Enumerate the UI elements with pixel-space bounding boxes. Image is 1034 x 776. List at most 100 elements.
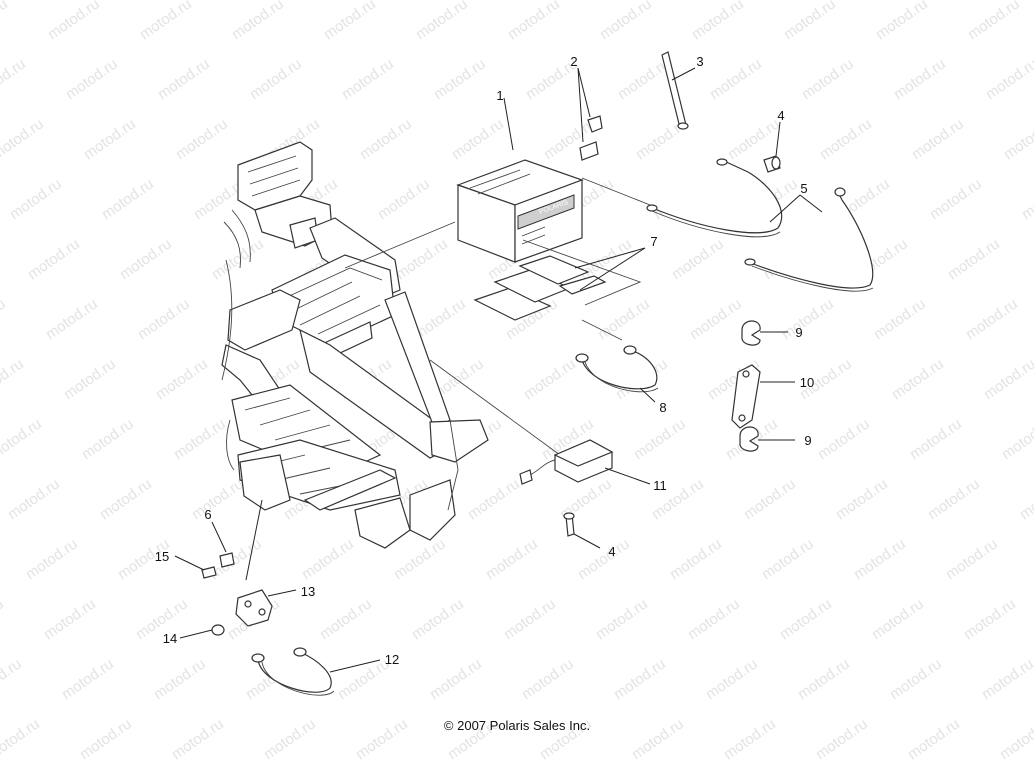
- callout-5: 5: [800, 181, 807, 196]
- watermark-text: motod.ru: [247, 55, 305, 103]
- battery: POLARIS: [456, 159, 584, 263]
- watermark-text: motod.ru: [799, 55, 857, 103]
- watermark-text: motod.ru: [1017, 475, 1034, 523]
- watermark-text: motod.ru: [833, 475, 891, 523]
- watermark-text: motod.ru: [45, 0, 103, 43]
- watermark-text: motod.ru: [667, 535, 725, 583]
- watermark-text: motod.ru: [41, 595, 99, 643]
- watermark-text: motod.ru: [133, 595, 191, 643]
- watermark-text: motod.ru: [117, 235, 175, 283]
- watermark-text: motod.ru: [0, 115, 47, 163]
- watermark-text: motod.ru: [927, 175, 985, 223]
- watermark-text: motod.ru: [501, 595, 559, 643]
- watermark-text: motod.ru: [1019, 175, 1034, 223]
- watermark-text: motod.ru: [465, 475, 523, 523]
- callout-11: 11: [653, 478, 667, 493]
- watermark-text: motod.ru: [815, 415, 873, 463]
- callout-15: 15: [155, 549, 169, 564]
- callout-14: 14: [163, 631, 177, 646]
- watermark-text: motod.ru: [63, 55, 121, 103]
- watermark-text: motod.ru: [1001, 115, 1034, 163]
- watermark-text: motod.ru: [741, 475, 799, 523]
- frame-ground-cable: [251, 647, 335, 696]
- watermark-text: motod.ru: [871, 295, 929, 343]
- watermark-text: motod.ru: [59, 655, 117, 703]
- watermark-text: motod.ru: [409, 595, 467, 643]
- watermark-text: motod.ru: [7, 175, 65, 223]
- callout-8: 8: [659, 400, 666, 415]
- watermark-text: motod.ru: [229, 0, 287, 43]
- watermark-text: motod.ru: [427, 655, 485, 703]
- watermark-text: motod.ru: [0, 415, 45, 463]
- watermark-text: motod.ru: [781, 0, 839, 43]
- watermark-text: motod.ru: [505, 0, 563, 43]
- watermark-text: motod.ru: [611, 655, 669, 703]
- screw: [201, 566, 217, 579]
- watermark-text: motod.ru: [173, 115, 231, 163]
- watermark-text: motod.ru: [207, 535, 265, 583]
- callout-2: 2: [570, 54, 577, 69]
- watermark-text: motod.ru: [689, 0, 747, 43]
- watermark-text: motod.ru: [97, 475, 155, 523]
- electrical-module: [519, 439, 614, 485]
- watermark-text: motod.ru: [759, 535, 817, 583]
- watermark-text: motod.ru: [171, 415, 229, 463]
- watermark-text: motod.ru: [703, 655, 761, 703]
- watermark-text: motod.ru: [299, 535, 357, 583]
- callout-4-lower: 4: [608, 544, 615, 559]
- watermark-text: motod.ru: [521, 355, 579, 403]
- watermark-text: motod.ru: [137, 0, 195, 43]
- watermark-text: motod.ru: [375, 175, 433, 223]
- watermark-text: motod.ru: [483, 535, 541, 583]
- watermark-text: motod.ru: [155, 55, 213, 103]
- watermark-text: motod.ru: [777, 595, 835, 643]
- watermark-text: motod.ru: [889, 355, 947, 403]
- cable-holder: [731, 364, 761, 429]
- watermark-text: motod.ru: [961, 595, 1019, 643]
- callout-7: 7: [650, 234, 657, 249]
- mounting-bolt: [563, 512, 575, 537]
- watermark-text: motod.ru: [0, 355, 27, 403]
- watermark-text: motod.ru: [317, 595, 375, 643]
- watermark-text: motod.ru: [189, 475, 247, 523]
- watermark-text: motod.ru: [99, 175, 157, 223]
- callout-10: 10: [800, 375, 814, 390]
- watermark-text: motod.ru: [685, 595, 743, 643]
- watermark-text: motod.ru: [0, 0, 11, 43]
- vehicle-frame-assembly: [221, 141, 489, 549]
- watermark-text: motod.ru: [707, 55, 765, 103]
- callout-4-upper: 4: [777, 108, 784, 123]
- watermark-text: motod.ru: [593, 595, 651, 643]
- watermark-text: motod.ru: [887, 655, 945, 703]
- callout-13: 13: [301, 584, 315, 599]
- watermark-text: motod.ru: [891, 55, 949, 103]
- watermark-text: motod.ru: [999, 415, 1034, 463]
- watermark-text: motod.ru: [519, 655, 577, 703]
- watermark-text: motod.ru: [943, 535, 1001, 583]
- copyright-notice: © 2007 Polaris Sales Inc.: [443, 718, 591, 733]
- watermark-text: motod.ru: [945, 235, 1003, 283]
- ground-terminal-block: [235, 589, 273, 627]
- watermark-text: motod.ru: [0, 295, 9, 343]
- callout-labels: 1 2 3 4 4 5 6 7 8 9 10 9 11 12 13 14 15: [155, 54, 814, 667]
- watermark-text: motod.ru: [135, 295, 193, 343]
- hex-nut: [211, 624, 225, 636]
- watermark-text: motod.ru: [391, 535, 449, 583]
- watermark-text: motod.ru: [597, 0, 655, 43]
- watermark-text: motod.ru: [153, 355, 211, 403]
- watermark-text: motod.ru: [869, 595, 927, 643]
- watermark-text: motod.ru: [25, 235, 83, 283]
- watermark-text: motod.ru: [631, 415, 689, 463]
- watermark-text: motod.ru: [0, 595, 7, 643]
- watermark-text: motod.ru: [795, 655, 853, 703]
- watermark-text: motod.ru: [321, 0, 379, 43]
- watermark-text: motod.ru: [339, 55, 397, 103]
- watermark-text: motod.ru: [5, 475, 63, 523]
- watermark-text: motod.ru: [817, 115, 875, 163]
- watermark-text: motod.ru: [907, 415, 965, 463]
- watermark-text: motod.ru: [449, 115, 507, 163]
- callout-9-lower: 9: [804, 433, 811, 448]
- watermark-text: motod.ru: [909, 115, 967, 163]
- watermark-text: motod.ru: [965, 0, 1023, 43]
